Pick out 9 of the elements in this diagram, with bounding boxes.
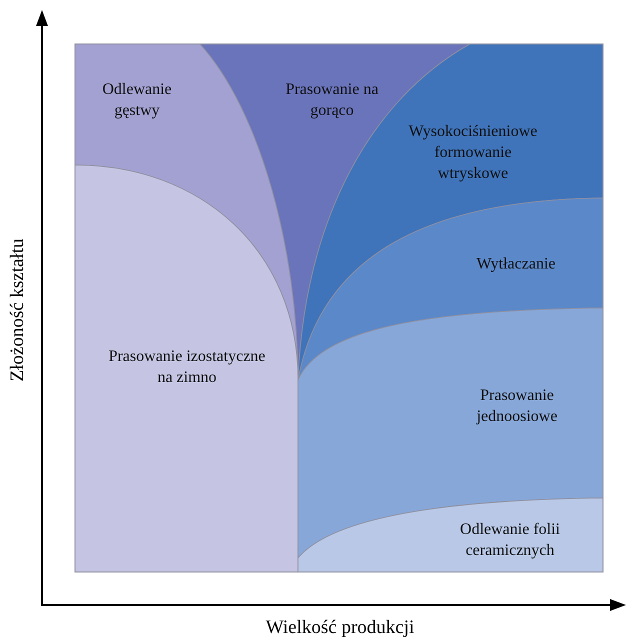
- region-label: Wytłaczanie: [476, 254, 556, 275]
- x-axis-title: Wielkość produkcji: [266, 617, 414, 638]
- region-label: Prasowanie na gorąco: [284, 80, 380, 121]
- region-label: Odlewanie gęstwy: [101, 80, 173, 121]
- y-axis-title: Złożoność kształtu: [7, 238, 29, 382]
- region-label: Prasowanie izostatyczne na zimno: [108, 347, 266, 388]
- region-label: Wysokociśnieniowe formowanie wtryskowe: [408, 122, 538, 184]
- region-label: Odlewanie folii ceramicznych: [459, 520, 561, 561]
- region-label: Prasowanie jednoosiowe: [475, 386, 558, 427]
